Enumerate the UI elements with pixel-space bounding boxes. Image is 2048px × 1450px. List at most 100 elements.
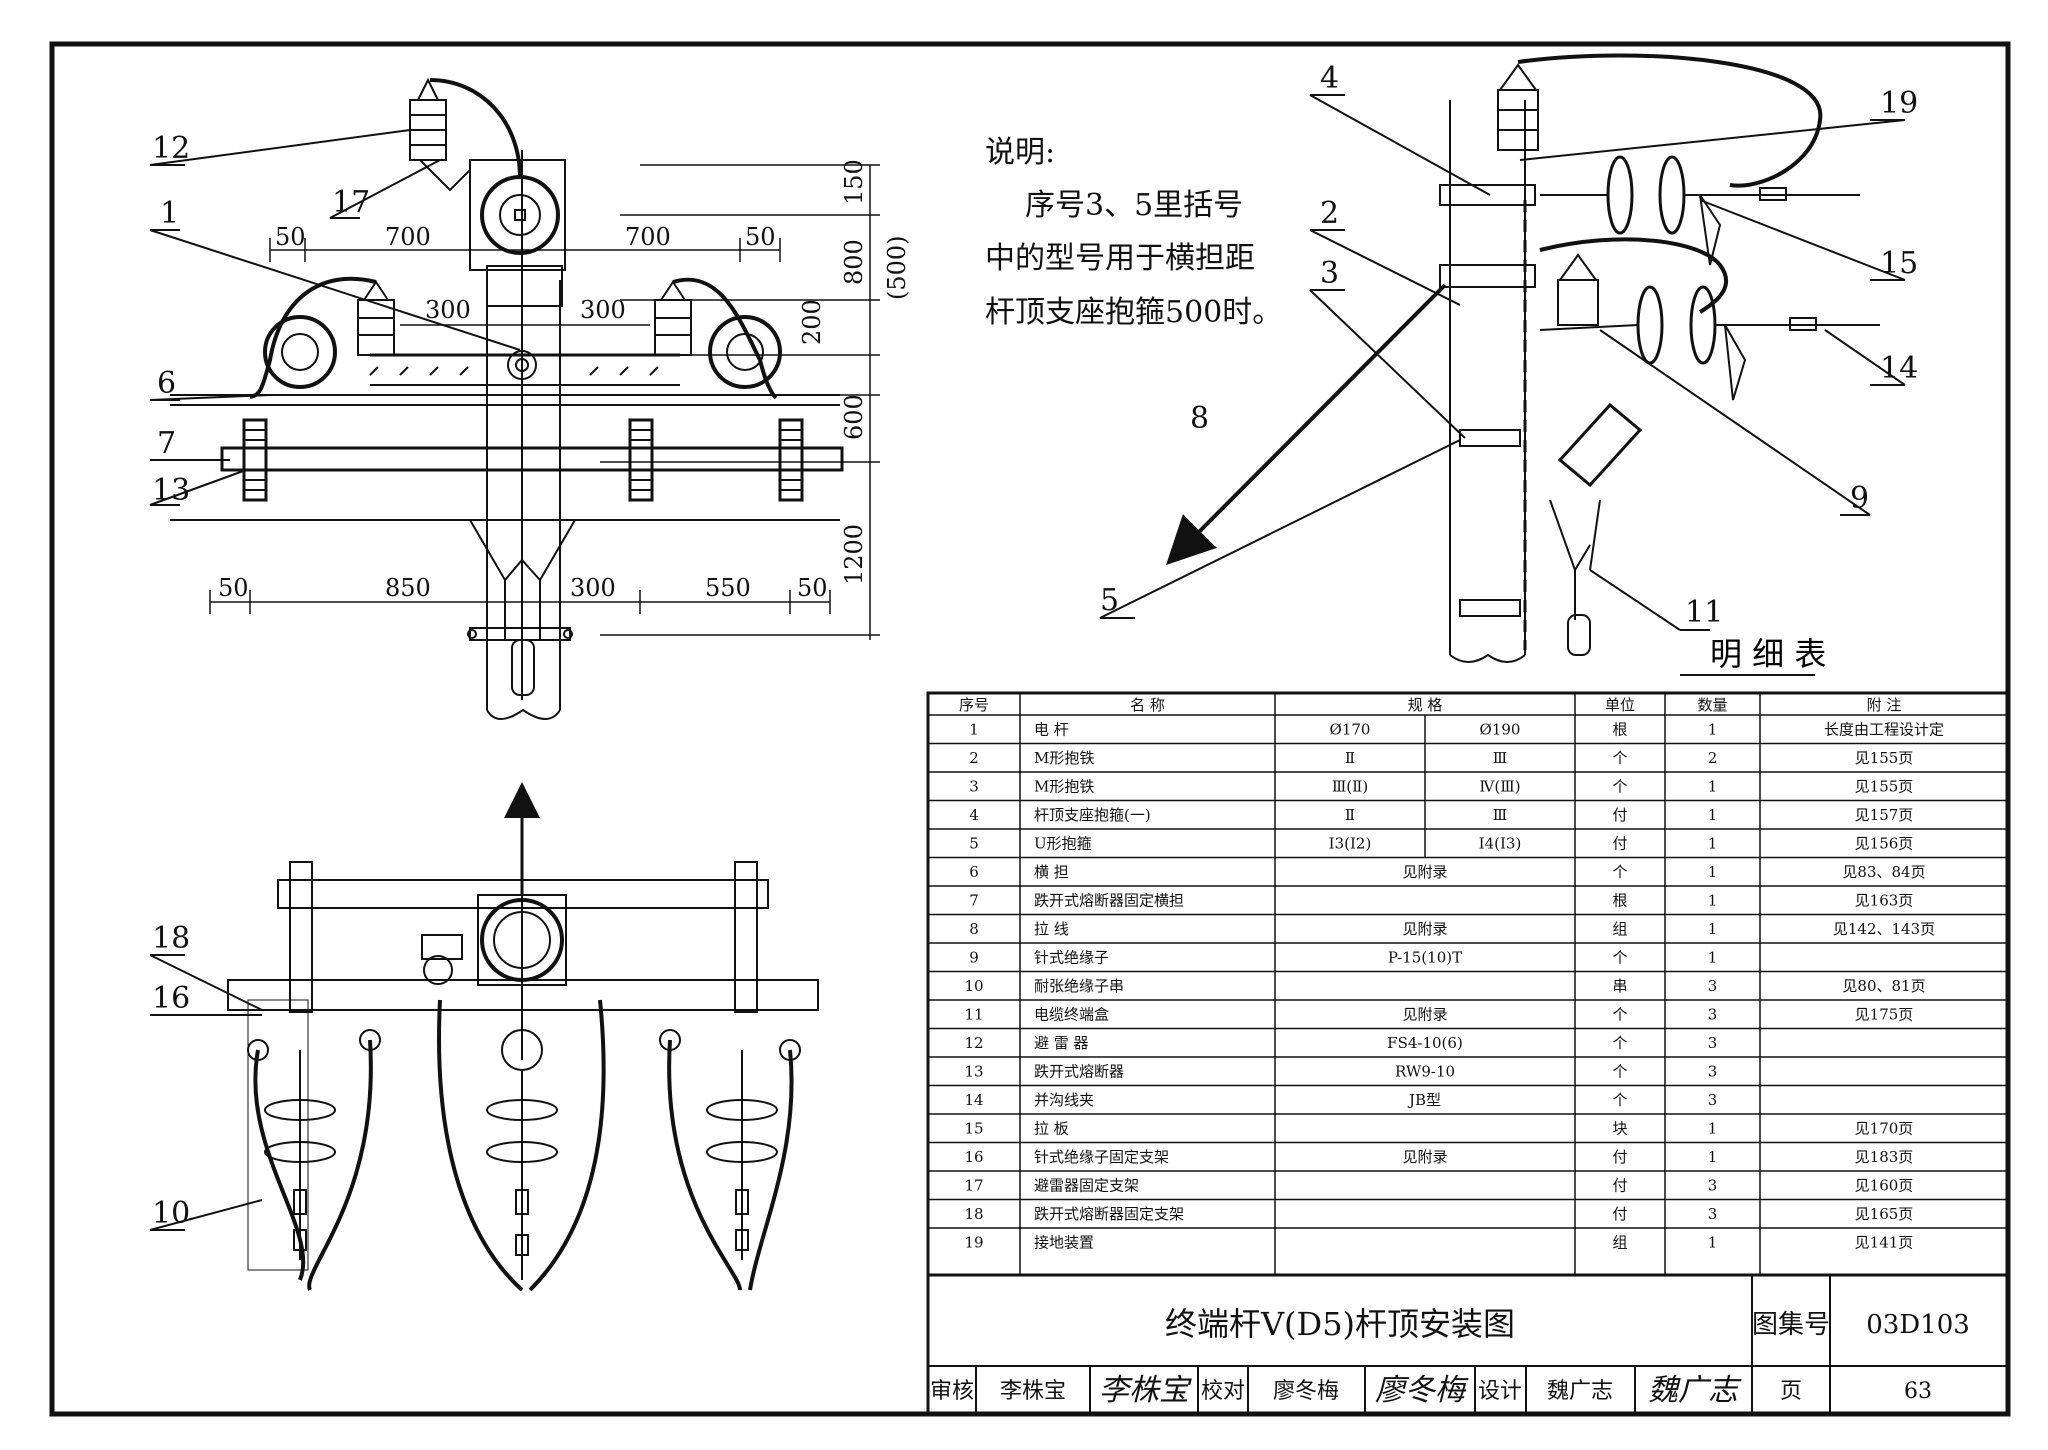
callout-19: 19 [1880, 86, 1918, 121]
plan-view [227, 782, 819, 1292]
callout-13: 13 [152, 473, 190, 508]
dim-bottom-50-left: 50 [218, 574, 249, 602]
table-cell-remark: 见175页 [1855, 1005, 1914, 1023]
table-cell-spec-a: Ø170 [1330, 720, 1371, 738]
table-cell-name: U形抱箍 [1034, 834, 1092, 852]
table-cell-no: 6 [969, 863, 979, 881]
plan-insulator-strings [264, 1050, 778, 1280]
dim-v500: (500) [883, 235, 911, 300]
table-cell-spec: P-15(10)T [1388, 948, 1462, 966]
dim-top-right-50: 50 [745, 223, 776, 251]
table-cell-no: 1 [969, 720, 979, 738]
table-cell-spec-b: Ⅲ [1493, 806, 1507, 824]
table-cell-qty: 3 [1708, 1091, 1718, 1109]
table-cell-qty: 1 [1708, 777, 1718, 795]
side-view [1166, 53, 1880, 663]
atlas-number: 03D103 [1866, 1310, 1970, 1340]
dim-v1200: 1200 [840, 524, 868, 585]
table-header-spec: 规 格 [1408, 696, 1443, 714]
dim-v800: 800 [840, 239, 868, 285]
table-cell-spec: 见附录 [1402, 863, 1447, 881]
table-cell-qty: 1 [1708, 806, 1718, 824]
table-cell-no: 19 [964, 1233, 983, 1251]
table-cell-name: 耐张绝缘子串 [1034, 977, 1124, 995]
table-cell-remark: 见83、84页 [1842, 863, 1925, 881]
table-cell-no: 2 [969, 749, 979, 767]
table-cell-no: 18 [964, 1205, 983, 1223]
table-cell-remark: 见170页 [1855, 1119, 1914, 1137]
table-cell-unit: 个 [1612, 777, 1627, 795]
callout-5: 5 [1100, 583, 1119, 618]
plan-callouts [149, 954, 263, 1231]
top-arrester-12 [409, 77, 522, 192]
callout-4: 4 [1320, 61, 1339, 96]
table-cell-spec-b: Ⅳ(Ⅲ) [1479, 777, 1520, 795]
atlas-label: 图集号 [1752, 1310, 1830, 1340]
table-cell-name: 跌开式熔断器 [1034, 1062, 1124, 1080]
table-cell-no: 13 [964, 1062, 983, 1080]
table-cell-spec: JB型 [1407, 1091, 1441, 1109]
table-cell-remark: 见165页 [1855, 1205, 1914, 1223]
table-cell-qty: 1 [1708, 1119, 1718, 1137]
side-callout-labels: 4 2 3 19 15 14 9 8 5 11 [1100, 61, 1918, 630]
front-side-arresters [249, 276, 778, 400]
reviewer-signature: 李株宝 [1099, 1373, 1192, 1408]
table-cell-remark: 见160页 [1855, 1176, 1914, 1194]
note-line-3: 杆顶支座抱箍500时。 [985, 295, 1282, 330]
callout-10: 10 [152, 1196, 190, 1231]
front-dimension-text: 50 700 700 50 300 300 50 850 300 550 50 … [218, 159, 911, 602]
table-cell-remark: 见157页 [1855, 806, 1914, 824]
review-label: 审核 [930, 1379, 974, 1404]
dim-v600: 600 [840, 394, 868, 440]
table-cell-remark: 见183页 [1855, 1148, 1914, 1166]
page-label: 页 [1780, 1379, 1802, 1404]
table-cell-qty: 3 [1708, 1205, 1718, 1223]
dim-top-700-right: 700 [625, 223, 671, 251]
table-cell-no: 8 [969, 920, 979, 938]
dim-top-700-left: 700 [385, 223, 431, 251]
table-cell-qty: 3 [1708, 1005, 1718, 1023]
table-cell-remark: 长度由工程设计定 [1824, 720, 1944, 738]
table-cell-name: 针式绝缘子 [1034, 948, 1109, 966]
table-cell-no: 15 [964, 1119, 983, 1137]
table-cell-unit: 个 [1612, 1034, 1627, 1052]
table-cell-unit: 个 [1612, 1091, 1627, 1109]
table-cell-unit: 个 [1612, 1062, 1627, 1080]
note-block: 说明: 序号3、5里括号 中的型号用于横担距 杆顶支座抱箍500时。 [985, 135, 1282, 330]
designer-signature: 魏广志 [1648, 1373, 1742, 1408]
table-cell-no: 12 [964, 1034, 983, 1052]
parts-table-caption: 明 细 表 [1710, 635, 1826, 673]
note-line-1: 序号3、5里括号 [1025, 188, 1243, 223]
table-cell-name: 接地装置 [1034, 1233, 1094, 1251]
front-dimensions [209, 164, 880, 640]
table-cell-spec-b: Ⅲ [1493, 749, 1507, 767]
table-cell-qty: 1 [1708, 948, 1718, 966]
table-cell-name: 避雷器固定支架 [1034, 1176, 1139, 1194]
dim-300-right: 300 [580, 296, 626, 324]
callout-2: 2 [1320, 196, 1339, 231]
designer-name: 魏广志 [1547, 1379, 1613, 1404]
callout-3: 3 [1320, 256, 1339, 291]
table-cell-spec: FS4-10(6) [1387, 1034, 1463, 1052]
table-header-name: 名 称 [1130, 696, 1165, 714]
front-fuse-bodies [242, 418, 804, 502]
table-cell-spec: RW9-10 [1395, 1062, 1455, 1080]
table-cell-unit: 根 [1612, 891, 1627, 909]
table-cell-unit: 根 [1612, 720, 1627, 738]
title-block-text: 终端杆V(D5)杆顶安装图 图集号 03D103 审核 李株宝 李株宝 校对 廖… [930, 1305, 1970, 1408]
table-cell-name: 横 担 [1034, 863, 1069, 881]
table-cell-name: M形抱铁 [1034, 749, 1094, 767]
table-cell-name: 跌开式熔断器固定横担 [1034, 891, 1184, 909]
table-cell-qty: 2 [1708, 749, 1718, 767]
table-cell-no: 7 [969, 891, 979, 909]
table-cell-unit: 组 [1612, 1233, 1627, 1251]
table-cell-spec-b: Ø190 [1480, 720, 1521, 738]
table-cell-spec-a: Ⅱ [1345, 806, 1355, 824]
reviewer-name: 李株宝 [1000, 1379, 1066, 1404]
table-cell-spec: 见附录 [1402, 1005, 1447, 1023]
table-cell-name: 电缆终端盒 [1034, 1005, 1109, 1023]
title-block [926, 1273, 2010, 1416]
callout-12: 12 [152, 131, 190, 166]
